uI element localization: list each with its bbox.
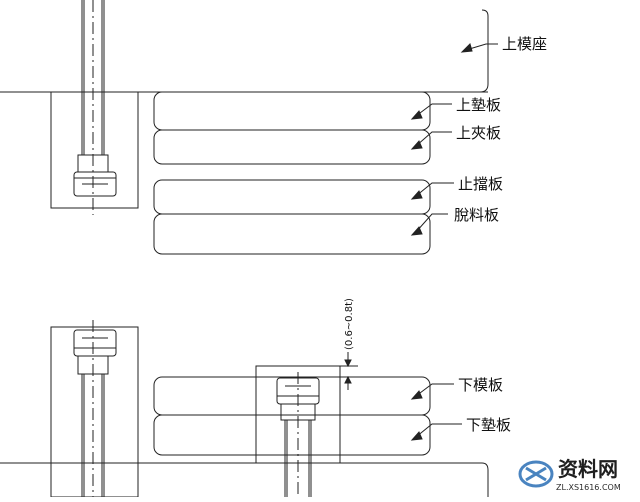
- leader-lines: [410, 43, 498, 441]
- label-stop-plate: 止擋板: [458, 175, 503, 193]
- label-lower-backing-plate: 下墊板: [466, 416, 511, 434]
- label-upper-clamp-plate: 上夾板: [456, 124, 501, 142]
- clearance-dimension-text: (0.6~0.8t): [344, 298, 355, 350]
- lower-left-screw: [50, 320, 139, 498]
- upper-die-seat: [0, 9, 489, 93]
- lower-plates: [0, 376, 489, 497]
- lower-backing-plate: [153, 414, 431, 456]
- upper-socket-screw: [50, 0, 139, 215]
- watermark-title: 资料网: [558, 457, 618, 481]
- lower-die-seat: [0, 462, 489, 497]
- label-stripper-plate: 脫料板: [454, 206, 499, 224]
- watermark-logo-icon: [518, 460, 554, 488]
- upper-backing-plate: [153, 91, 431, 131]
- label-upper-backing-plate: 上墊板: [456, 96, 501, 114]
- clearance-dimension: [338, 352, 358, 390]
- label-upper-die-seat: 上模座: [502, 35, 547, 53]
- upper-clamp-plate: [153, 129, 431, 165]
- label-lower-die-plate: 下模板: [458, 376, 503, 394]
- watermark-subtitle: ZL.XS1616.COM: [556, 483, 621, 492]
- lower-center-screw: [255, 365, 341, 497]
- upper-plates: [153, 91, 431, 255]
- stop-plate: [153, 179, 431, 215]
- stripper-plate: [153, 213, 431, 255]
- watermark: 资料网 ZL.XS1616.COM: [518, 457, 621, 492]
